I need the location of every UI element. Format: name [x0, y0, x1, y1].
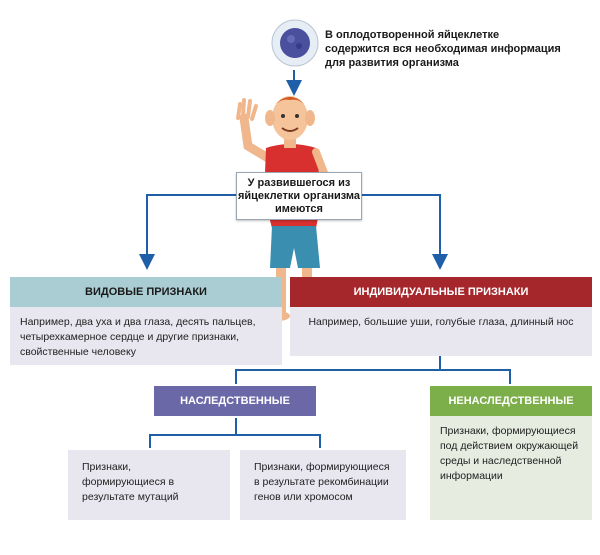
species-traits-text: Например, два уха и два глаза, десять па…	[10, 307, 282, 365]
egg-caption: В оплодотворенной яйцеклетке содержится …	[325, 29, 561, 69]
arrow-to-species	[139, 194, 236, 270]
nonhereditary-text: Признаки, формирующиеся под действием ок…	[430, 416, 592, 520]
individual-traits-text: Например, большие уши, голубые глаза, дл…	[290, 307, 592, 356]
line-to-mutations	[149, 418, 237, 448]
species-traits-header: ВИДОВЫЕ ПРИЗНАКИ	[10, 277, 282, 307]
line-to-recombination	[236, 434, 321, 448]
arrow-to-individual	[360, 194, 448, 270]
line-to-hereditary	[235, 356, 441, 384]
recombination-text: Признаки, формирующиеся в результате рек…	[240, 450, 406, 520]
egg-cell-icon	[271, 19, 319, 67]
hereditary-header: НАСЛЕДСТВЕННЫЕ	[154, 386, 316, 416]
line-to-nonhereditary	[440, 369, 511, 384]
nonhereditary-header: НЕНАСЛЕДСТВЕННЫЕ	[430, 386, 592, 416]
center-label: У развившегося из яйцеклетки организма и…	[236, 172, 362, 220]
mutations-text: Признаки, формирующиеся в результате мут…	[68, 450, 230, 520]
individual-traits-header: ИНДИВИДУАЛЬНЫЕ ПРИЗНАКИ	[290, 277, 592, 307]
